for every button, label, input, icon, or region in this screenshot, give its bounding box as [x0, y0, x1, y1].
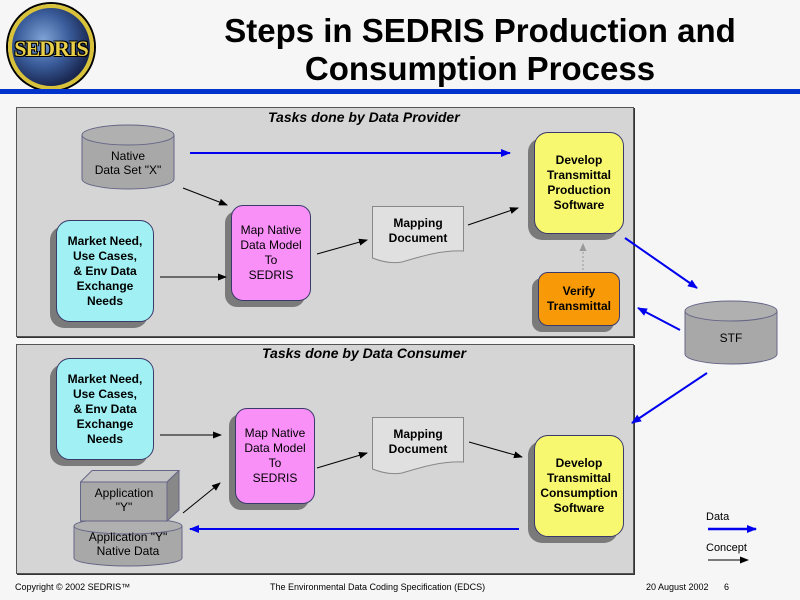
label-line: Map Native [244, 426, 306, 440]
data-arrow-develop-to-stf [624, 237, 698, 289]
develop-consumption-software-box: Develop Transmittal Consumption Software [534, 435, 624, 537]
title-line-1: Steps in SEDRIS Production and [224, 12, 736, 49]
stf-label: STF [719, 331, 743, 345]
consumer-market-need-box: Market Need, Use Cases, & Env Data Excha… [56, 358, 154, 460]
concept-arrow-map-to-doc [316, 238, 368, 255]
label-line: Native [110, 149, 145, 163]
application-y-label: Application "Y" [80, 486, 168, 514]
label-line: Software [553, 501, 605, 515]
label-line: Production [547, 183, 611, 197]
box-3d-shape [80, 470, 180, 522]
label-line: "Y" [115, 500, 133, 514]
label-line: Data Set "X" [94, 163, 162, 177]
legend-data-label: Data [706, 511, 730, 523]
label-line: Transmittal [546, 299, 612, 313]
consumer-mapping-document: Mapping Document [372, 417, 464, 475]
footer-page-number: 6 [724, 582, 730, 592]
data-arrow-stf-to-verify [637, 307, 681, 331]
native-data-set-cylinder: Native Data Set "X" [80, 123, 176, 193]
verify-transmittal-box: Verify Transmittal [538, 272, 620, 326]
label-line: & Env Data [73, 401, 137, 416]
label-line: Needs [86, 293, 123, 308]
label-line: Develop [555, 456, 603, 470]
title-line-2: Consumption Process [304, 50, 656, 87]
concept-arrow-app-to-map [182, 482, 221, 514]
develop-production-software-box: Develop Transmittal Production Software [534, 132, 624, 234]
application-y-box: Application "Y" [80, 470, 180, 522]
native-data-set-label: Native Data Set "X" [80, 149, 176, 177]
cylinder-shape [81, 124, 175, 190]
label-line: Use Cases, [72, 386, 138, 401]
sedris-logo: SEDRIS [8, 4, 94, 90]
label-line: Data Model [244, 441, 306, 455]
provider-panel-label: Tasks done by Data Provider [268, 109, 460, 125]
document-shape [372, 417, 464, 475]
label-line: & Env Data [73, 263, 137, 278]
label-line: Market Need, [67, 371, 143, 386]
label-line: Document [388, 442, 448, 456]
legend-concept-label: Concept [706, 542, 747, 554]
label-line: Develop [555, 153, 603, 167]
footer-copyright: Copyright © 2002 SEDRIS™ [15, 582, 131, 592]
label-line: Map Native [240, 223, 302, 237]
footer-date: 20 August 2002 [646, 582, 709, 592]
label-line: Mapping [393, 216, 443, 230]
label-line: SEDRIS [248, 268, 294, 282]
label-line: Software [553, 198, 605, 212]
consumer-panel-label: Tasks done by Data Consumer [262, 345, 467, 361]
label-line: Exchange [76, 416, 134, 431]
label-line: Transmittal [546, 168, 612, 182]
application-native-data-label: Application "Y" Native Data [73, 530, 183, 558]
cylinder-shape [684, 300, 778, 365]
application-native-data-cylinder: Application "Y" Native Data [73, 518, 183, 568]
label-line: To [264, 253, 278, 267]
page-title: Steps in SEDRIS Production and Consumpti… [180, 12, 780, 88]
concept-arrow-map-to-doc-consumer [316, 451, 368, 469]
data-arrow-stf-to-consumer [631, 372, 708, 424]
stf-cylinder: STF [684, 300, 778, 366]
label-line: Mapping [393, 427, 443, 441]
title-divider [0, 89, 800, 94]
footer-center: The Environmental Data Coding Specificat… [270, 582, 486, 592]
label-line: Verify [562, 284, 596, 298]
label-line: Data Model [240, 238, 302, 252]
consumer-map-native-box: Map Native Data Model To SEDRIS [235, 408, 315, 504]
concept-arrow-doc-to-consumption [468, 441, 523, 459]
label-line: Consumption [540, 486, 618, 500]
label-line: Application "Y" [88, 530, 168, 544]
label-line: Document [388, 231, 448, 245]
document-shape [372, 206, 464, 264]
provider-market-need-box: Market Need, Use Cases, & Env Data Excha… [56, 220, 154, 322]
logo-text: SEDRIS [14, 36, 88, 61]
label-line: Market Need, [67, 233, 143, 248]
label-line: Transmittal [546, 471, 611, 485]
concept-arrow-doc-to-develop [467, 207, 519, 226]
label-line: Exchange [76, 278, 134, 293]
provider-mapping-document: Mapping Document [372, 206, 464, 264]
label-line: Needs [86, 431, 123, 446]
label-line: Use Cases, [72, 248, 138, 263]
label-line: Native Data [96, 544, 160, 558]
label-line: Application [94, 486, 154, 500]
label-line: SEDRIS [252, 471, 298, 485]
cylinder-shape [73, 518, 183, 567]
provider-map-native-box: Map Native Data Model To SEDRIS [231, 205, 311, 301]
label-line: To [268, 456, 282, 470]
concept-arrow-native-to-map [182, 187, 228, 206]
